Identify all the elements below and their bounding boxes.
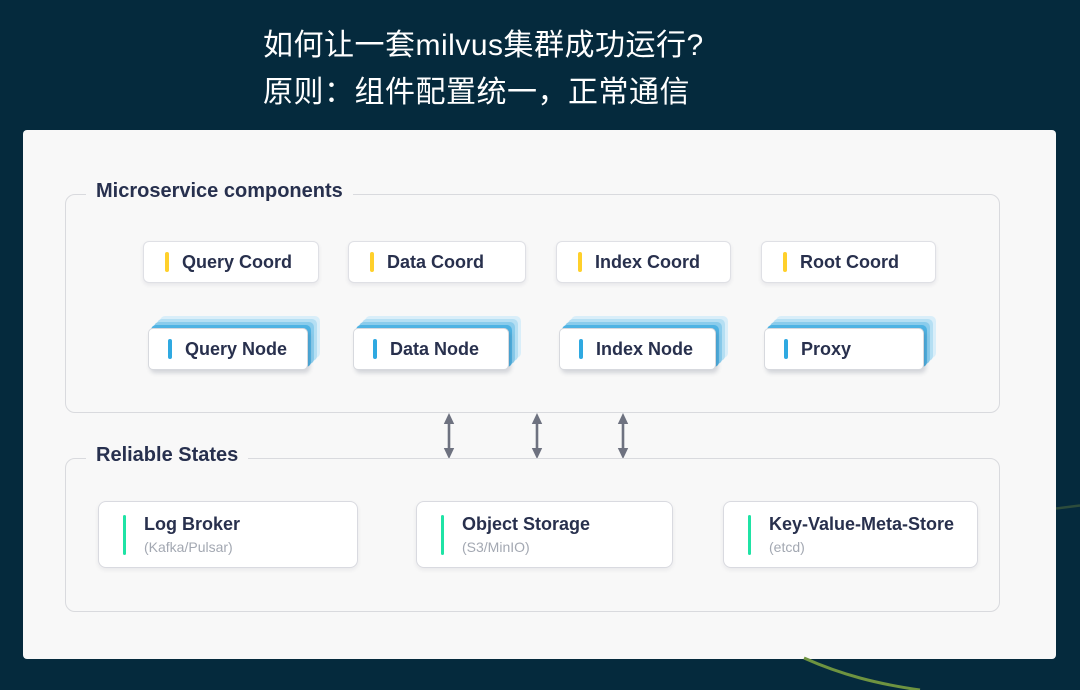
decorative-line: [1056, 504, 1080, 510]
node-box-label: Index Node: [596, 338, 694, 359]
node-stack-index-node: Index Node: [559, 316, 728, 370]
section-label-reliable-states: Reliable States: [86, 444, 249, 467]
yellow-accent-bar-icon: [370, 252, 374, 272]
node-stack-data-node: Data Node: [353, 316, 521, 370]
blue-accent-bar-icon: [373, 339, 377, 359]
yellow-accent-bar-icon: [578, 252, 582, 272]
store-text: Key-Value-Meta-Store (etcd): [769, 514, 954, 555]
decorative-curve: [803, 656, 921, 690]
node-box-label: Proxy: [801, 338, 852, 359]
microservice-components-section: Microservice components: [65, 180, 1000, 413]
store-box-object-storage: Object Storage (S3/MinIO): [416, 501, 673, 568]
node-stack-proxy: Proxy: [764, 316, 936, 370]
coord-box-label: Index Coord: [595, 251, 701, 272]
green-accent-bar-icon: [123, 514, 126, 555]
bidirectional-arrow-icon: [443, 413, 455, 459]
node-box-label: Data Node: [390, 338, 480, 359]
node-box-proxy: Proxy: [764, 328, 924, 370]
coord-box-query-coord: Query Coord: [143, 241, 319, 283]
store-subtitle: (S3/MinIO): [462, 539, 530, 555]
store-box-key-value-meta-store: Key-Value-Meta-Store (etcd): [723, 501, 978, 568]
coord-box-label: Root Coord: [800, 251, 899, 272]
title-line-2: 原则：组件配置统一，正常通信: [263, 76, 690, 109]
green-accent-bar-icon: [748, 514, 751, 555]
coord-box-data-coord: Data Coord: [348, 241, 526, 283]
node-box-query-node: Query Node: [148, 328, 308, 370]
yellow-accent-bar-icon: [165, 252, 169, 272]
blue-accent-bar-icon: [168, 339, 172, 359]
store-box-log-broker: Log Broker (Kafka/Pulsar): [98, 501, 358, 568]
coord-box-label: Query Coord: [182, 251, 293, 272]
bidirectional-arrow-icon: [617, 413, 629, 459]
node-box-label: Query Node: [185, 338, 288, 359]
store-title: Object Storage: [462, 514, 591, 534]
slide-title: 如何让一套milvus集群成功运行? 原则：组件配置统一，正常通信: [263, 22, 704, 116]
coord-box-label: Data Coord: [387, 251, 485, 272]
store-subtitle: (etcd): [769, 539, 805, 555]
coord-box-index-coord: Index Coord: [556, 241, 731, 283]
blue-accent-bar-icon: [579, 339, 583, 359]
blue-accent-bar-icon: [784, 339, 788, 359]
bidirectional-arrow-icon: [531, 413, 543, 459]
store-text: Object Storage (S3/MinIO): [462, 514, 590, 555]
store-text: Log Broker (Kafka/Pulsar): [144, 514, 240, 555]
section-label-microservices: Microservice components: [86, 180, 353, 203]
title-line-1: 如何让一套milvus集群成功运行?: [263, 29, 704, 62]
node-box-index-node: Index Node: [559, 328, 716, 370]
yellow-accent-bar-icon: [783, 252, 787, 272]
node-stack-query-node: Query Node: [148, 316, 320, 370]
store-title: Key-Value-Meta-Store: [769, 514, 955, 534]
node-box-data-node: Data Node: [353, 328, 509, 370]
green-accent-bar-icon: [441, 514, 444, 555]
reliable-states-section: Reliable States: [65, 444, 1000, 612]
store-subtitle: (Kafka/Pulsar): [144, 539, 233, 555]
diagram-card: Microservice components Query Coord Data…: [23, 130, 1056, 659]
store-title: Log Broker: [144, 514, 241, 534]
coord-box-root-coord: Root Coord: [761, 241, 936, 283]
